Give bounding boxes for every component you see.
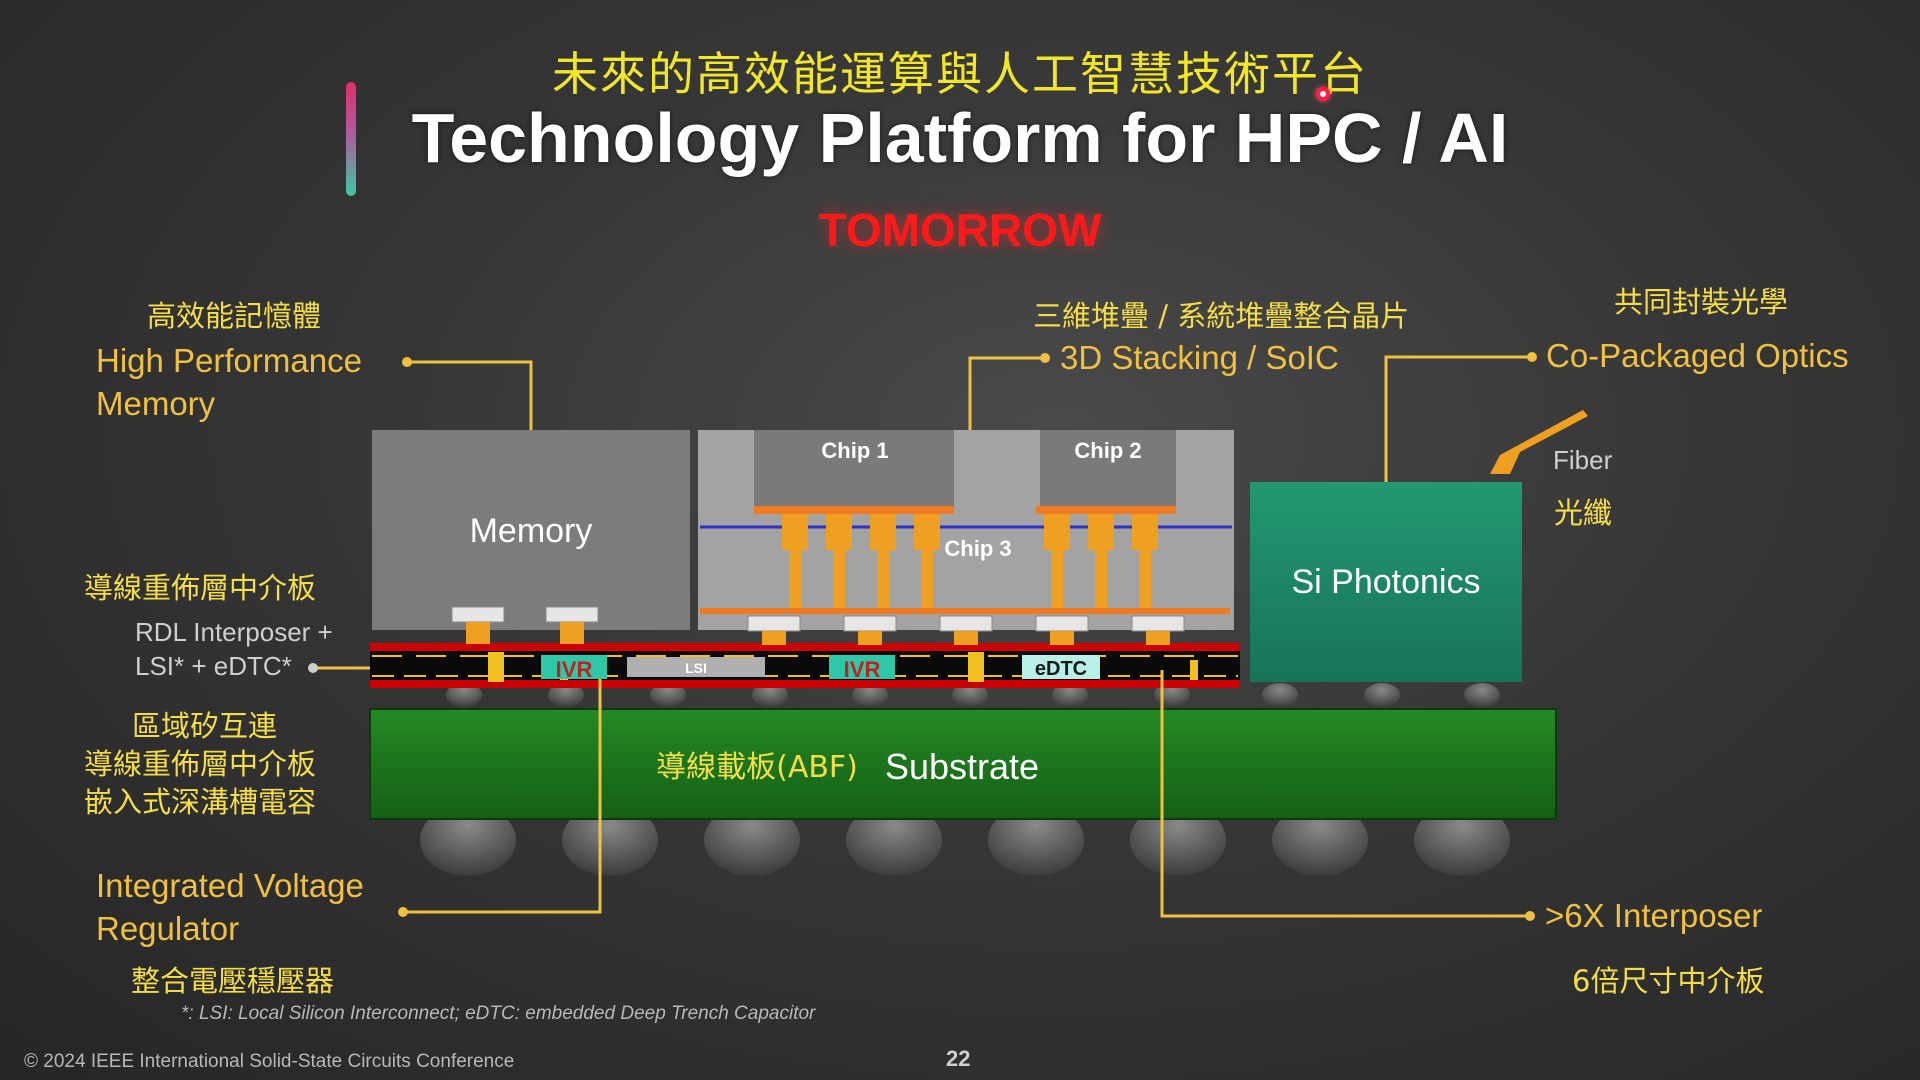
rdl-label-en-2: LSI* + eDTC*: [135, 651, 292, 681]
edtc-block: [1022, 655, 1100, 679]
bga-balls: [420, 804, 1510, 876]
ivr2-label: IVR: [844, 657, 881, 682]
leader-soic: [968, 356, 1045, 430]
fiber-label-cn: 光纖: [1554, 496, 1613, 530]
footnote: *: LSI: Local Silicon Interconnect; eDTC…: [181, 1003, 816, 1024]
leader-cpo: [1384, 355, 1532, 482]
title-chinese: 未來的高效能運算與人工智慧技術平台: [552, 47, 1368, 101]
abf-substrate: [369, 708, 1557, 820]
subtitle-tomorrow: TOMORROW: [818, 204, 1102, 256]
leader-memory: [407, 360, 533, 430]
fiber-icon: [1490, 410, 1588, 474]
si-photonics-die: [1250, 482, 1522, 682]
ivr-label-en-1: Integrated Voltage: [96, 867, 364, 904]
lsi-label-cn: 區域矽互連: [132, 709, 278, 743]
lsi-block: [627, 657, 765, 677]
copyright-footer: © 2024 IEEE International Solid-State Ci…: [24, 1051, 515, 1072]
substrate-cn-label: 導線載板(ABF): [656, 750, 858, 785]
cpo-label-en: Co-Packaged Optics: [1546, 337, 1849, 374]
si-photonics-label: Si Photonics: [1292, 563, 1481, 601]
edtc-label-cn: 嵌入式深溝槽電容: [84, 785, 317, 819]
bga-ball: [420, 804, 516, 876]
laser-pointer-dot: [1316, 87, 1330, 101]
hpm-label-en-2: Memory: [96, 385, 216, 422]
bga-ball: [704, 804, 800, 876]
rdl-label-en-1: RDL Interposer +: [135, 617, 333, 647]
lsi-label: LSI: [685, 660, 707, 676]
substrate-en-label: Substrate: [885, 746, 1039, 787]
leader-ivr: [403, 679, 602, 914]
memory-die: [372, 430, 690, 630]
memory-microbumps: [451, 606, 599, 644]
chip2-label: Chip 2: [1074, 438, 1141, 463]
interposer-label-en: >6X Interposer: [1545, 897, 1763, 934]
stack-label-cn: 三維堆疊 / 系統堆疊整合晶片: [1033, 299, 1410, 333]
leader-lines: [313, 355, 1532, 918]
bga-ball: [988, 804, 1084, 876]
stack-label-en: 3D Stacking / SoIC: [1060, 339, 1339, 376]
edtc-label: eDTC: [1035, 658, 1087, 680]
page-title: Technology Platform for HPC / AI: [411, 99, 1509, 177]
page-number: 22: [946, 1046, 971, 1071]
ivr-block-2: [829, 655, 895, 679]
chip3-label: Chip 3: [944, 536, 1011, 561]
rdl-label-cn-2: 導線重佈層中介板: [84, 747, 317, 781]
bga-ball: [1272, 804, 1368, 876]
memory-label: Memory: [470, 512, 593, 550]
chip1-label: Chip 1: [821, 438, 888, 463]
leader-interposer: [1160, 670, 1530, 918]
bga-ball: [562, 804, 658, 876]
ivr-label-en-2: Regulator: [96, 910, 240, 947]
hpm-label-cn: 高效能記憶體: [147, 299, 322, 333]
bga-ball: [1414, 804, 1510, 876]
bga-ball: [1130, 804, 1226, 876]
hpm-label-en-1: High Performance: [96, 342, 362, 379]
interposer-label-cn: 6倍尺寸中介板: [1572, 964, 1765, 998]
bga-ball: [846, 804, 942, 876]
fiber-label-en: Fiber: [1553, 445, 1613, 475]
title-accent-bar: [346, 82, 356, 196]
rdl-label-cn: 導線重佈層中介板: [84, 571, 317, 605]
ivr-block-1: [541, 655, 607, 679]
soic-stack: [698, 430, 1234, 645]
rdl-interposer: [370, 643, 1240, 688]
ivr-label-cn: 整合電壓穩壓器: [131, 964, 335, 998]
ivr1-label: IVR: [556, 657, 593, 682]
cpo-label-cn: 共同封裝光學: [1614, 285, 1789, 319]
